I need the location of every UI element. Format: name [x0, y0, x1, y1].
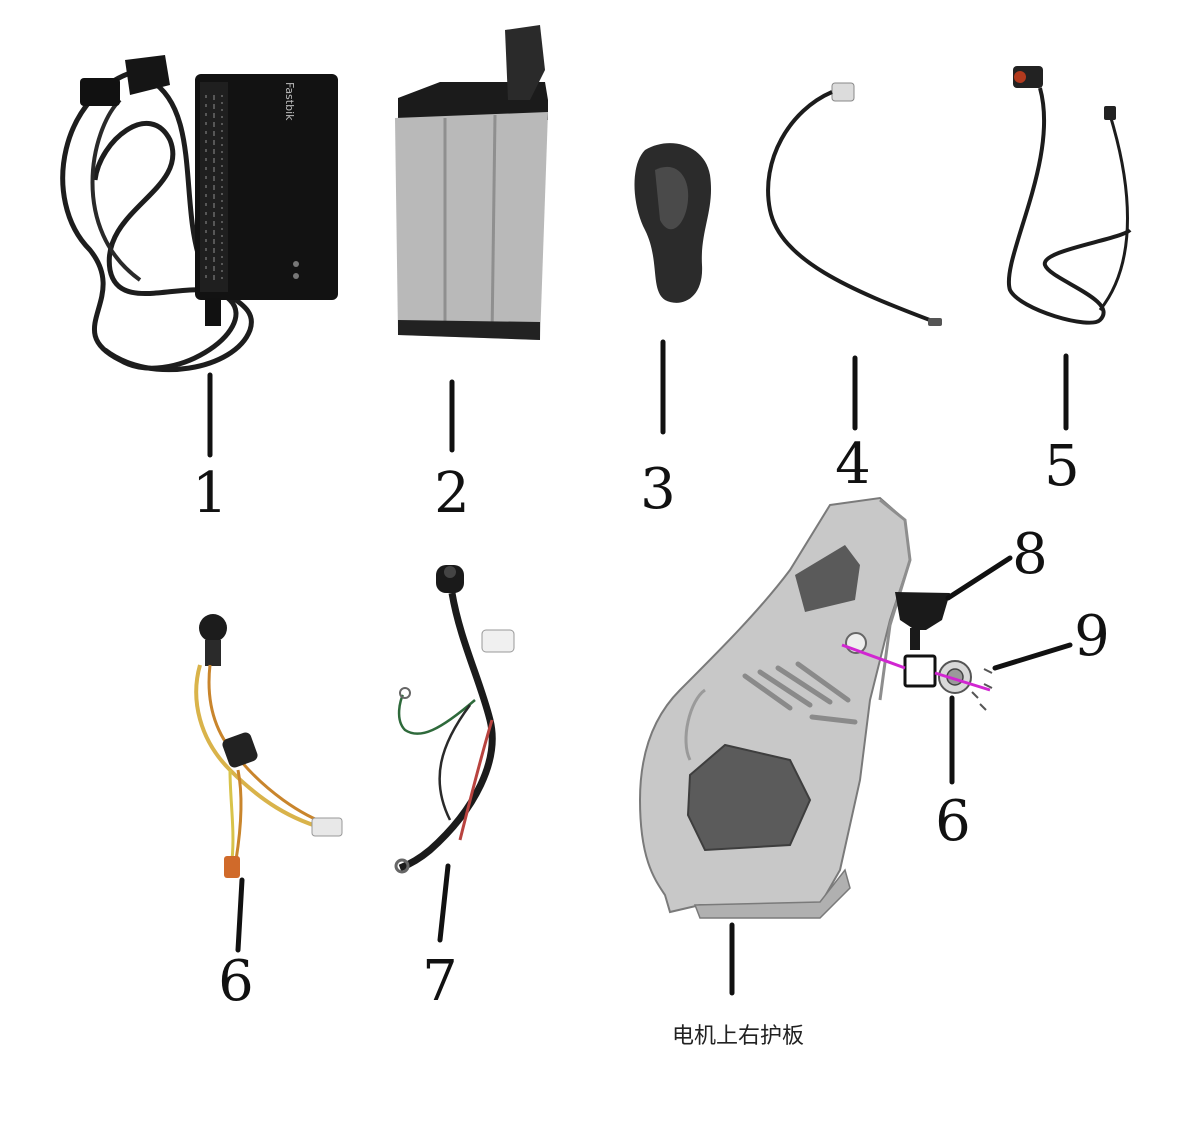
wiring-harness-6-illustration — [194, 614, 343, 878]
label-4: 4 — [835, 432, 871, 497]
number-labels: 1 2 3 4 5 6 7 8 9 6 — [192, 432, 1110, 1014]
charger-illustration: Fastbik — [60, 55, 338, 373]
label-1: 1 — [192, 461, 228, 526]
cable-5-illustration — [1006, 66, 1132, 325]
screws-9-illustration — [971, 668, 993, 711]
label-6-connector: 6 — [935, 789, 971, 854]
label-2: 2 — [434, 461, 470, 526]
sensor-cable-illustration — [766, 82, 942, 326]
label-7: 7 — [422, 949, 458, 1014]
assembly-axis-lines — [841, 643, 991, 692]
wrapped-part-illustration — [634, 143, 712, 303]
bracket-8-illustration — [895, 592, 950, 650]
charger-brand-text: Fastbik — [283, 82, 296, 121]
label-5: 5 — [1044, 434, 1080, 499]
motor-right-cover-illustration — [638, 496, 912, 919]
label-9: 9 — [1074, 604, 1110, 669]
battery-illustration — [395, 25, 548, 340]
label-8: 8 — [1012, 522, 1048, 587]
label-6-harness: 6 — [218, 949, 254, 1014]
label-3: 3 — [640, 457, 676, 522]
leader-lines — [207, 339, 1073, 996]
main-cable-7-illustration — [394, 565, 515, 874]
connector-6-illustration — [903, 654, 972, 694]
motor-cover-caption: 电机上右护板 — [672, 1024, 804, 1049]
